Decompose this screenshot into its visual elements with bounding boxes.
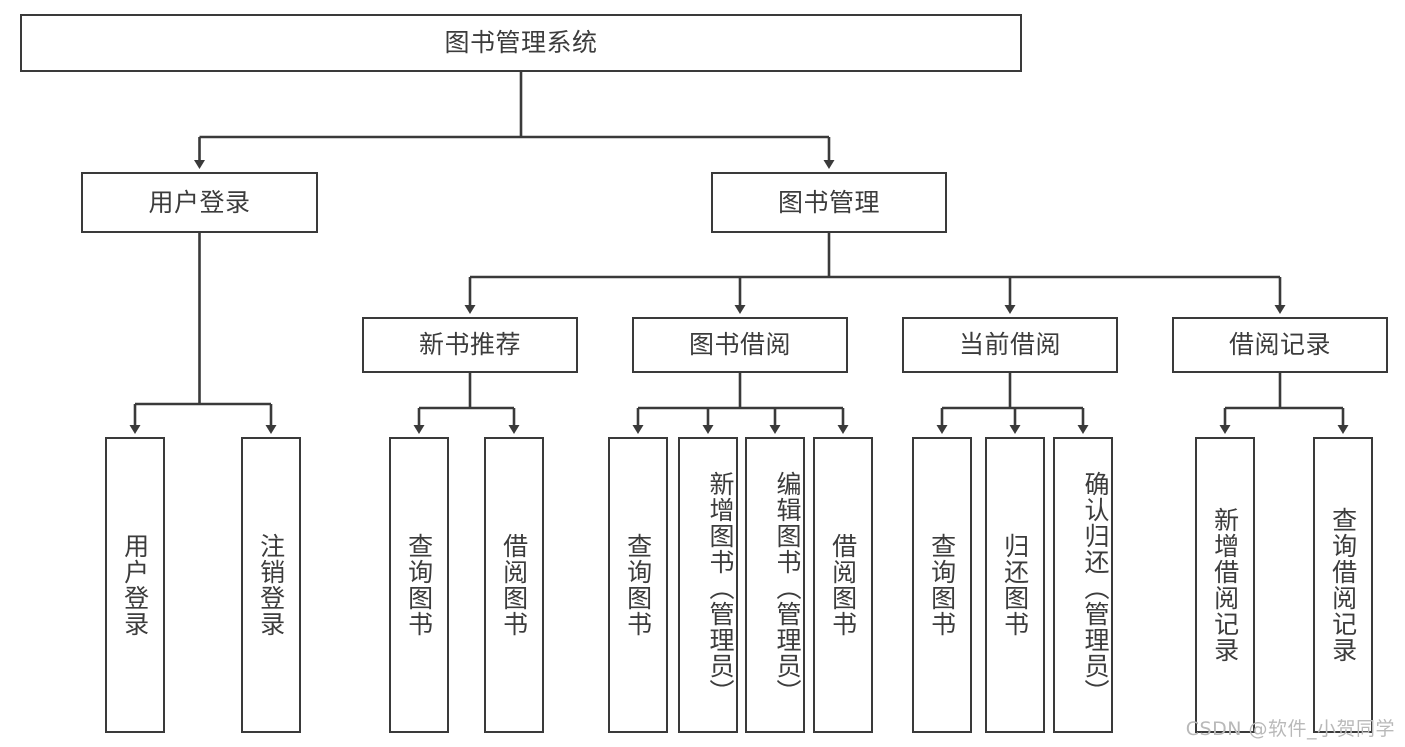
- node-leaf-rec-query-book-label: 查询图书: [404, 533, 434, 637]
- node-root-label: 图书管理系统: [444, 28, 598, 57]
- node-book-manage-label: 图书管理: [777, 187, 880, 217]
- node-leaf-rec-add-record[interactable]: 新增借阅记录: [1195, 437, 1255, 733]
- node-leaf-borrow-borrow-book[interactable]: 借阅图书: [813, 437, 873, 733]
- node-leaf-borrow-query-book-label: 查询图书: [623, 533, 653, 637]
- node-leaf-rec-query-book[interactable]: 查询图书: [389, 437, 449, 733]
- node-book-borrow-label: 图书借阅: [688, 330, 791, 359]
- node-borrow-record-label: 借阅记录: [1228, 330, 1331, 359]
- node-current-borrow[interactable]: 当前借阅: [902, 317, 1118, 373]
- node-leaf-user-login[interactable]: 用户登录: [105, 437, 165, 733]
- node-book-manage[interactable]: 图书管理: [711, 172, 947, 233]
- node-leaf-user-logout[interactable]: 注销登录: [241, 437, 301, 733]
- node-user-login[interactable]: 用户登录: [81, 172, 318, 233]
- node-leaf-rec-add-record-label: 新增借阅记录: [1210, 507, 1240, 663]
- node-leaf-cur-query-book[interactable]: 查询图书: [912, 437, 972, 733]
- node-leaf-borrow-query-book[interactable]: 查询图书: [608, 437, 668, 733]
- node-leaf-borrow-borrow-book-label: 借阅图书: [828, 533, 858, 637]
- node-leaf-rec-query-record-label: 查询借阅记录: [1328, 507, 1358, 663]
- node-leaf-cur-query-book-label: 查询图书: [927, 533, 957, 637]
- node-leaf-cur-confirm-return-label: 确认归还（管理员）: [1081, 471, 1110, 705]
- watermark: CSDN @软件_小贺同学: [1185, 718, 1395, 740]
- node-new-book-rec[interactable]: 新书推荐: [362, 317, 578, 373]
- node-leaf-rec-borrow-book[interactable]: 借阅图书: [484, 437, 544, 733]
- node-leaf-cur-confirm-return[interactable]: 确认归还（管理员）: [1053, 437, 1113, 733]
- node-leaf-cur-return-book[interactable]: 归还图书: [985, 437, 1045, 733]
- node-book-borrow[interactable]: 图书借阅: [632, 317, 848, 373]
- node-leaf-user-logout-label: 注销登录: [256, 533, 286, 637]
- node-leaf-rec-borrow-book-label: 借阅图书: [499, 533, 529, 637]
- node-leaf-borrow-edit-book[interactable]: 编辑图书（管理员）: [745, 437, 805, 733]
- node-leaf-user-login-label: 用户登录: [120, 533, 150, 637]
- node-root[interactable]: 图书管理系统: [20, 14, 1022, 72]
- node-leaf-rec-query-record[interactable]: 查询借阅记录: [1313, 437, 1373, 733]
- node-borrow-record[interactable]: 借阅记录: [1172, 317, 1388, 373]
- node-leaf-cur-return-book-label: 归还图书: [1000, 533, 1030, 637]
- node-user-login-label: 用户登录: [148, 187, 251, 217]
- node-leaf-borrow-add-book-label: 新增图书（管理员）: [706, 471, 735, 705]
- node-new-book-rec-label: 新书推荐: [418, 330, 521, 359]
- node-leaf-borrow-add-book[interactable]: 新增图书（管理员）: [678, 437, 738, 733]
- node-leaf-borrow-edit-book-label: 编辑图书（管理员）: [773, 471, 802, 705]
- node-current-borrow-label: 当前借阅: [958, 330, 1061, 359]
